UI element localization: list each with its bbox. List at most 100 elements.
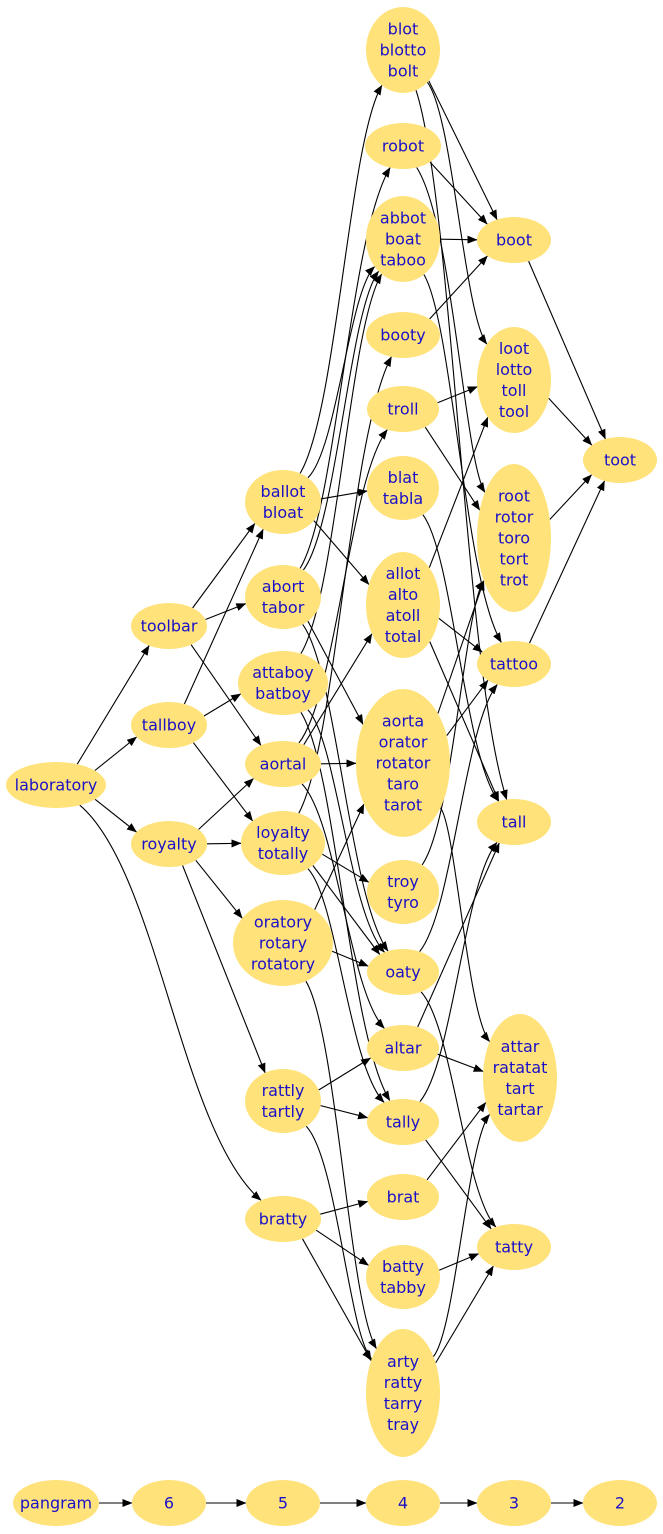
node-ellipse — [356, 689, 450, 837]
edge-bratty-to-arty — [302, 1238, 372, 1362]
node-ellipse — [583, 1480, 657, 1526]
node-label: aorta — [382, 712, 424, 731]
node-ellipse — [366, 196, 440, 282]
edge-abort-to-abbot — [302, 270, 380, 571]
node-label: 2 — [615, 1494, 625, 1513]
node-ellipse — [241, 811, 325, 875]
node-ellipse — [13, 1480, 99, 1526]
edge-bratty-to-brat — [320, 1200, 369, 1215]
node-label: taboo — [380, 251, 426, 270]
edge-rattly-to-tally — [320, 1105, 369, 1120]
edge-abort-to-robot — [299, 167, 391, 569]
node-label: blot — [388, 20, 419, 39]
node-boot: boot — [477, 217, 551, 263]
edge-arty-to-attar — [432, 1114, 491, 1357]
node-ellipse — [366, 1480, 440, 1526]
node-label: tattoo — [490, 655, 538, 674]
edge-royalty-to-rattly — [182, 865, 266, 1074]
edge-toolbar-to-ballot — [192, 523, 256, 609]
node-label: 5 — [278, 1494, 288, 1513]
node-k5: 5 — [246, 1480, 320, 1526]
node-brat: brat — [367, 1174, 439, 1220]
edge-allot-to-tall — [429, 641, 500, 802]
node-aortal: aortal — [245, 741, 321, 787]
node-label: rotary — [259, 934, 307, 953]
edge-laboratory-to-toolbar — [76, 645, 150, 765]
node-label: tarry — [384, 1394, 422, 1413]
node-label: loot — [499, 339, 529, 358]
edge-oaty-to-tatty — [420, 991, 497, 1228]
node-ellipse — [477, 1480, 551, 1526]
edge-loot-to-toot — [548, 397, 593, 446]
node-label: toro — [498, 529, 530, 548]
node-ellipse — [246, 1480, 320, 1526]
node-label: tatty — [495, 1238, 533, 1257]
node-ellipse — [477, 641, 551, 687]
node-label: arty — [387, 1352, 419, 1371]
node-label: tort — [500, 550, 529, 569]
node-tallboy: tallboy — [131, 702, 207, 748]
node-ellipse — [367, 456, 439, 520]
node-oaty: oaty — [367, 949, 439, 995]
node-label: oaty — [385, 963, 420, 982]
node-label: tabor — [262, 598, 305, 617]
node-ellipse — [367, 1174, 439, 1220]
edge-royalty-to-oratory — [195, 859, 243, 919]
node-ellipse — [245, 1069, 321, 1133]
node-label: batty — [382, 1257, 424, 1276]
node-label: booty — [380, 326, 425, 345]
node-ellipse — [132, 1480, 206, 1526]
edge-aortal-to-aorta — [320, 759, 357, 768]
edge-loyalty-to-tally — [307, 868, 385, 1103]
node-bratty: bratty — [245, 1196, 321, 1242]
node-label: attar — [501, 1037, 540, 1056]
edge-allot-to-tattoo — [438, 617, 483, 653]
node-ellipse — [131, 603, 207, 649]
node-ellipse — [245, 1196, 321, 1242]
edge-ballot-to-allot — [313, 520, 370, 585]
node-tattoo: tattoo — [477, 641, 551, 687]
edge-robot-to-root — [416, 167, 486, 493]
node-label: robot — [382, 137, 424, 156]
node-k4: 4 — [366, 1480, 440, 1526]
node-label: tool — [499, 402, 529, 421]
edges-layer — [76, 80, 606, 1507]
node-label: rotor — [495, 508, 534, 527]
edge-royalty-to-aortal — [198, 778, 254, 830]
node-ellipse — [583, 437, 657, 483]
node-k2: 2 — [583, 1480, 657, 1526]
node-label: loyalty — [256, 823, 310, 842]
node-label: oratory — [254, 913, 312, 932]
edge-troy-to-root — [421, 580, 485, 866]
node-toot: toot — [583, 437, 657, 483]
edge-tallboy-to-loyalty — [192, 742, 254, 822]
node-ellipse — [367, 1099, 439, 1145]
edge-oratory-to-aorta — [314, 803, 365, 910]
node-label: tyro — [387, 893, 419, 912]
edge-altar-to-attar — [437, 1053, 484, 1072]
node-k6: 6 — [132, 1480, 206, 1526]
edge-arty-to-tatty — [435, 1265, 494, 1364]
node-label: bratty — [259, 1210, 308, 1229]
node-label: troy — [387, 872, 419, 891]
edge-attaboy-to-oaty — [307, 709, 385, 953]
node-robot: robot — [365, 123, 441, 169]
node-label: tartar — [497, 1100, 543, 1119]
edge-tally-to-tatty — [425, 1139, 492, 1230]
node-label: brat — [387, 1188, 420, 1207]
node-label: blotto — [380, 41, 427, 60]
node-pangram: pangram — [13, 1480, 99, 1526]
node-ellipse — [477, 464, 551, 612]
